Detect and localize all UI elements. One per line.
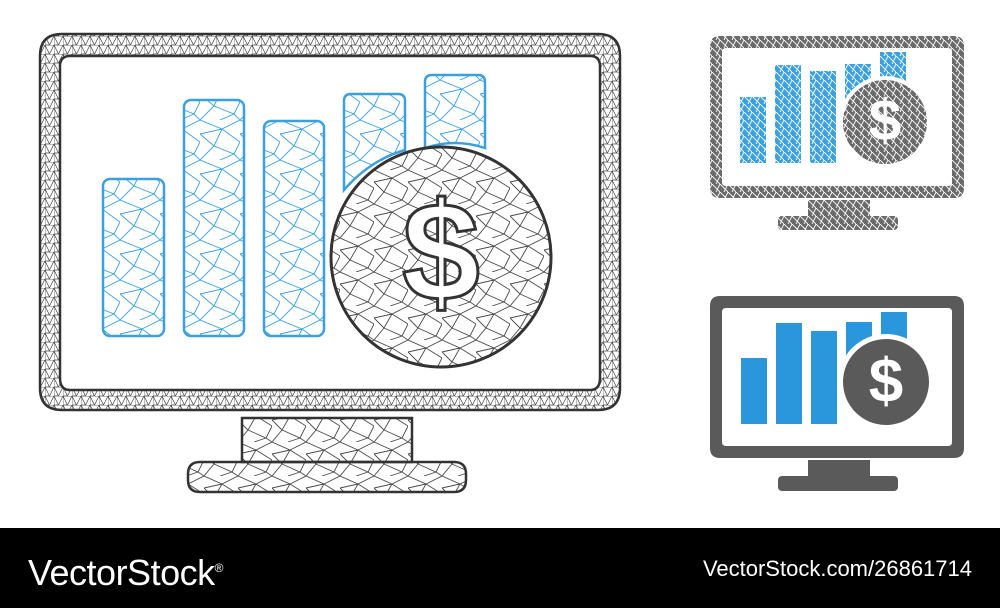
monitor-mosaic-icon: $ xyxy=(710,36,964,230)
dollar-symbol-flat: $ xyxy=(869,347,903,416)
monitor-flat-icon: $ xyxy=(710,296,964,491)
dollar-coin-icon: $ xyxy=(329,145,553,369)
brand-name: VectorStock xyxy=(28,552,215,593)
dollar-symbol-mosaic: $ xyxy=(869,88,901,153)
bar-chart-icon xyxy=(101,73,487,338)
image-id-link[interactable]: VectorStock.com/26861714 xyxy=(702,556,972,581)
illustration-canvas: $ $ $ xyxy=(38,32,964,494)
dollar-symbol: $ xyxy=(402,173,480,330)
brand-logo[interactable]: VectorStock® xyxy=(28,546,223,595)
registered-mark: ® xyxy=(214,561,224,575)
watermark-footer: VectorStock® VectorStock.com/26861714 xyxy=(0,528,1000,608)
monitor-mesh-icon: $ xyxy=(38,32,622,494)
